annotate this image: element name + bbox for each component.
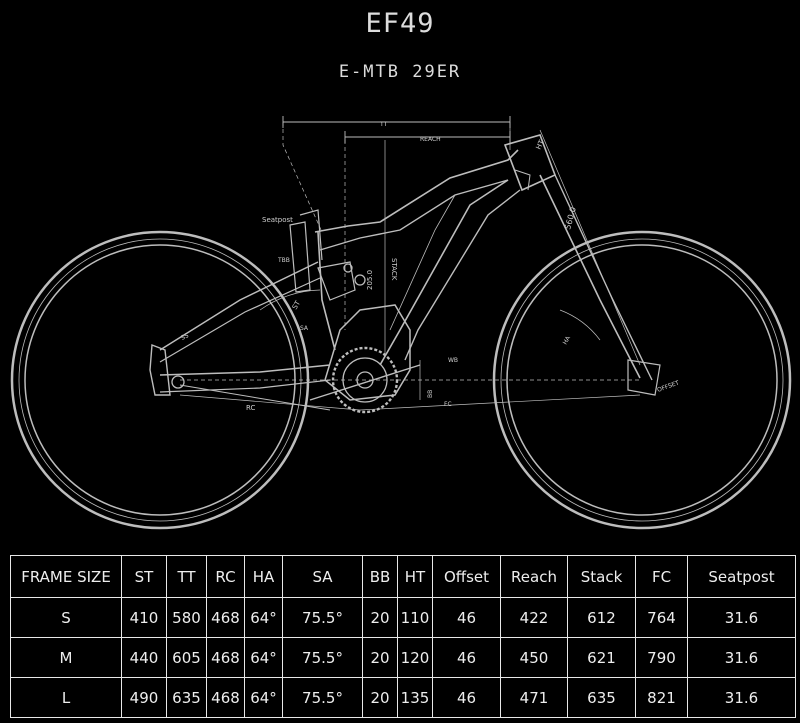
frame-size-cell: S [10,597,122,638]
bike-geometry-drawing: TT REACH HT 560.0 Seatpost TBB STACK 205… [10,116,792,530]
rc-label: RC [246,404,256,412]
frame-size-cell: M [10,637,122,678]
column-header: Seatpost [687,555,796,598]
table-cell: 20 [362,677,398,718]
table-cell: 821 [635,677,688,718]
column-header: HA [244,555,283,598]
front-wheel [492,230,792,530]
wb-label: WB [448,357,458,364]
table-cell: 31.6 [687,677,796,718]
table-cell: 64° [244,677,283,718]
column-header: Offset [432,555,501,598]
table-cell: 580 [166,597,207,638]
column-header: RC [206,555,245,598]
reach-label: REACH [420,136,441,143]
rear-wheel [10,230,310,530]
chain-stay [159,364,331,376]
column-header: HT [397,555,433,598]
table-cell: 605 [166,637,207,678]
model-subtitle: E-MTB 29ER [338,62,462,82]
table-cell: 790 [635,637,688,678]
table-cell: 120 [397,637,433,678]
table-cell: 612 [567,597,636,638]
ht-label: HT [535,138,547,151]
offset-label: OFFSET [656,379,680,393]
table-cell: 75.5° [282,597,363,638]
tt-label: TT [379,121,388,128]
table-cell: 46 [432,637,501,678]
table-cell: 31.6 [687,637,796,678]
table-cell: 468 [206,597,245,638]
fc-label: FC [444,401,452,408]
table-cell: 468 [206,677,245,718]
table-cell: 422 [500,597,568,638]
seat-tube [317,231,336,351]
column-header: Stack [567,555,636,598]
stack-label: STACK [390,258,398,281]
column-header: FC [635,555,688,598]
column-header: BB [362,555,398,598]
table-cell: 75.5° [282,637,363,678]
table-cell: 468 [206,637,245,678]
table-cell: 440 [121,637,167,678]
table-cell: 64° [244,597,283,638]
table-cell: 20 [362,637,398,678]
table-cell: 46 [432,677,501,718]
table-cell: 410 [121,597,167,638]
column-header: ST [121,555,167,598]
table-cell: 764 [635,597,688,638]
model-title: EF49 [365,8,435,39]
table-cell: 635 [166,677,207,718]
table-cell: 471 [500,677,568,718]
bb-height-label: 205.0 [366,270,374,290]
table-cell: 75.5° [282,677,363,718]
column-header: Reach [500,555,568,598]
head-tube [503,134,557,192]
seat-stay [159,261,319,351]
seatpost-label: Seatpost [262,216,293,224]
table-cell: 450 [500,637,568,678]
sa-label: SA [300,325,309,332]
fork [539,174,641,379]
table-cell: 31.6 [687,597,796,638]
down-tube [379,179,509,366]
column-header: TT [166,555,207,598]
table-cell: 110 [397,597,433,638]
ss-label: SS [180,332,190,342]
tbb-label: TBB [277,257,290,264]
motor-housing [324,304,411,401]
ha-label: HA [562,334,573,346]
table-cell: 64° [244,637,283,678]
table-cell: 20 [362,597,398,638]
table-cell: 46 [432,597,501,638]
frame-size-cell: L [10,677,122,718]
table-cell: 621 [567,637,636,678]
column-header: FRAME SIZE [10,555,122,598]
column-header: SA [282,555,363,598]
bb-label: BB [427,390,434,398]
st-label: ST [291,299,303,311]
table-cell: 635 [567,677,636,718]
table-cell: 490 [121,677,167,718]
table-cell: 135 [397,677,433,718]
